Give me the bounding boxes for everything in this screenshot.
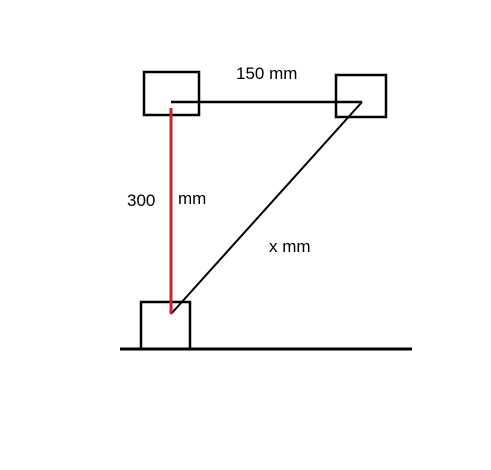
top-right-box — [334, 73, 388, 119]
vertical-value-label: 300 — [127, 191, 155, 210]
diagonal-line — [170, 101, 363, 315]
diagonal-label: x mm — [269, 237, 311, 256]
bottom-box — [139, 300, 192, 351]
top-distance-label: 150 mm — [236, 64, 297, 83]
vertical-unit-label: mm — [178, 189, 206, 208]
